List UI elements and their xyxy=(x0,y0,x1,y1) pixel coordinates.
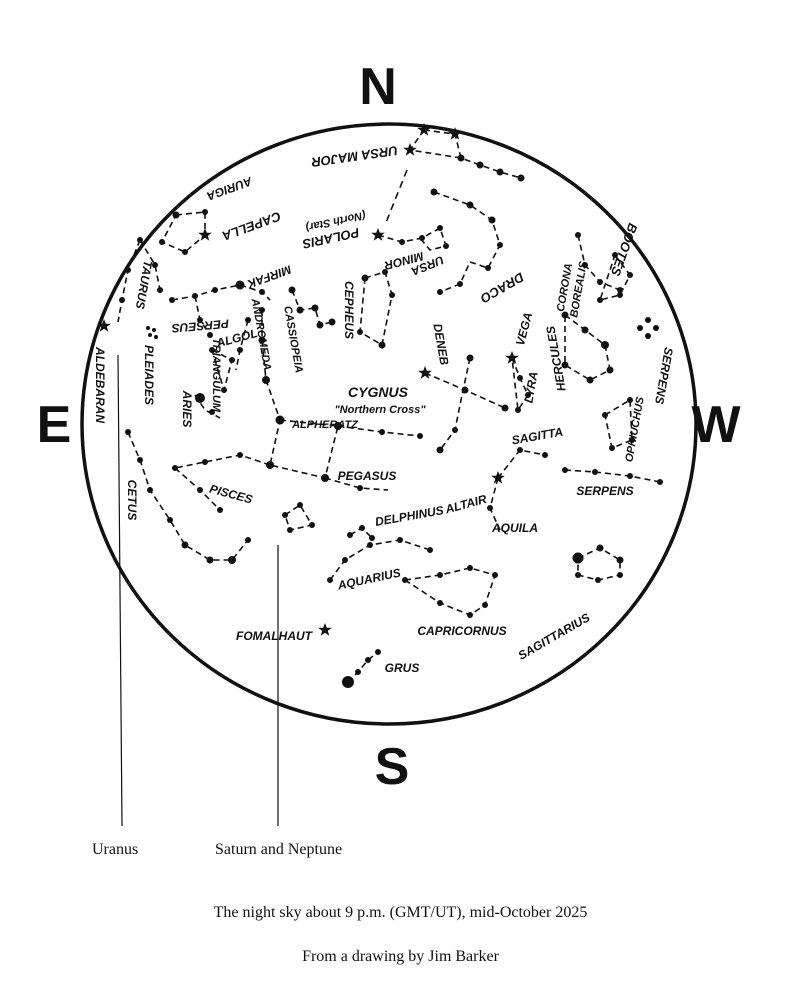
label-cetus: CETUS xyxy=(125,480,139,521)
label-sagitta: SAGITTA xyxy=(511,425,564,448)
label-capricornus: CAPRICORNUS xyxy=(417,624,506,638)
uranus-label: Uranus xyxy=(92,841,139,858)
label-northern-cross: "Northern Cross" xyxy=(334,404,426,416)
label-fomalhaut: FOMALHAUT xyxy=(236,629,314,643)
stars xyxy=(97,123,663,688)
label-vega: VEGA xyxy=(513,311,535,347)
label-triangulum: TRIANGULUM xyxy=(210,338,222,413)
map-caption: The night sky about 9 p.m. (GMT/UT), mid… xyxy=(213,904,588,921)
label-alpheratz: ALPHERATZ xyxy=(291,419,359,431)
label-aries: ARIES xyxy=(180,390,194,428)
saturn-neptune-label: Saturn and Neptune xyxy=(215,841,343,858)
label-delphinus: DELPHINUS xyxy=(374,503,445,529)
label-ursa-major: URSA MAJOR xyxy=(310,143,399,170)
label-aquarius: AQUARIUS xyxy=(335,566,402,593)
label-pegasus: PEGASUS xyxy=(338,469,397,483)
label-serpens-upper: SERPENS xyxy=(652,346,676,405)
compass-east: E xyxy=(37,396,72,454)
horizon-circle xyxy=(80,122,698,726)
label-aquila: AQUILA xyxy=(491,521,538,535)
label-pleiades: PLEIADES xyxy=(142,345,156,405)
compass-west: W xyxy=(691,396,741,454)
constellation-labels: URSA MAJOR POLARIS (North Star) URSA MIN… xyxy=(93,143,676,675)
uranus-pointer-line xyxy=(117,354,123,827)
label-aldebaran: ALDEBARAN xyxy=(93,346,107,423)
label-deneb: DENEB xyxy=(430,322,451,366)
label-mirfak: MIRFAK xyxy=(244,262,293,291)
compass-north: N xyxy=(359,58,397,116)
map-credit: From a drawing by Jim Barker xyxy=(302,948,499,965)
label-cepheus: CEPHEUS xyxy=(342,281,356,339)
label-pisces: PISCES xyxy=(208,482,254,507)
label-capella: CAPELLA xyxy=(220,209,283,244)
label-ophiuchus: OPHIUCHUS xyxy=(623,395,646,463)
label-cygnus: CYGNUS xyxy=(348,384,409,400)
label-taurus: TAURUS xyxy=(133,259,155,310)
label-lyra: LYRA xyxy=(521,370,540,404)
label-sagittarius: SAGITTARIUS xyxy=(516,610,593,662)
label-cassiopeia: CASSIOPEIA xyxy=(281,305,305,374)
label-altair: ALTAIR xyxy=(443,492,489,517)
label-bootes: BOOTES xyxy=(608,221,641,278)
label-draco: DRACO xyxy=(478,269,527,306)
compass-south: S xyxy=(375,738,410,796)
label-grus: GRUS xyxy=(385,661,420,675)
label-serpens: SERPENS xyxy=(576,484,633,498)
label-perseus: PERSEUS xyxy=(171,317,229,336)
